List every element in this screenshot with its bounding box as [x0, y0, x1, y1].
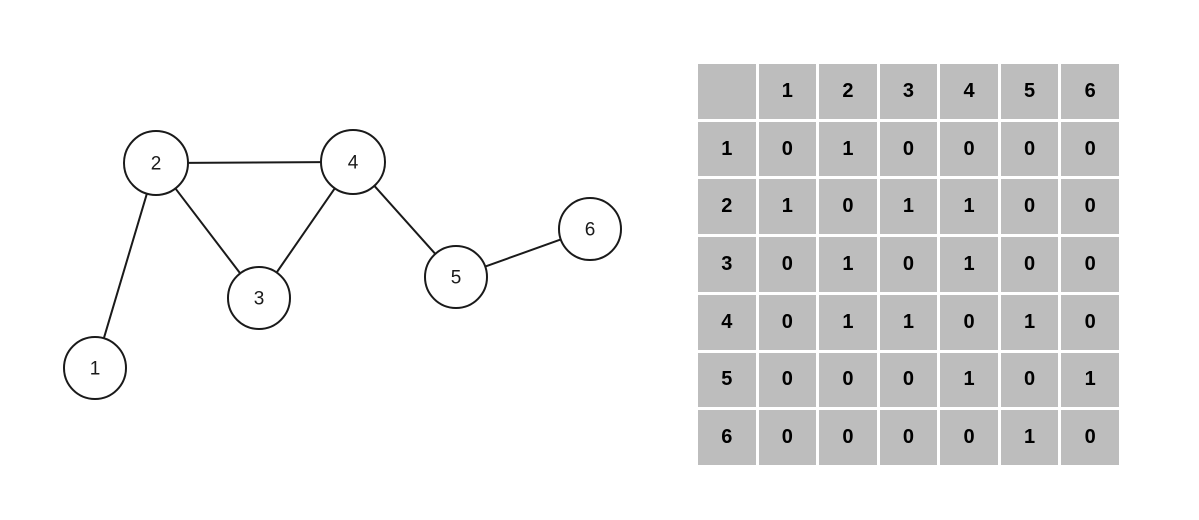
matrix-cell-1-2: 1 — [819, 121, 877, 177]
graph-node-6[interactable]: 6 — [558, 197, 622, 261]
matrix-cell-1-6: 0 — [1061, 121, 1119, 177]
matrix-cell-6-3: 0 — [879, 410, 938, 465]
matrix-cell-5-5: 0 — [1000, 352, 1059, 408]
graph-diagram-panel: 1 2 3 4 5 6 — [63, 129, 622, 400]
graph-node-label-6: 6 — [585, 220, 596, 241]
matrix-column-header-3: 3 — [879, 64, 938, 119]
matrix-cell-4-2: 1 — [819, 294, 877, 350]
matrix-column-header-6: 6 — [1061, 64, 1119, 119]
graph-edge-2-3 — [174, 187, 242, 275]
matrix-cell-2-1: 1 — [758, 179, 817, 235]
matrix-cell-1-4: 0 — [940, 121, 998, 177]
matrix-cell-2-6: 0 — [1061, 179, 1119, 235]
matrix-cell-5-1: 0 — [758, 352, 817, 408]
graph-edge-3-4 — [275, 187, 336, 274]
graph-node-label-2: 2 — [151, 154, 162, 175]
matrix-cell-5-6: 1 — [1061, 352, 1119, 408]
node-layer: 1 2 3 4 5 6 — [63, 129, 622, 400]
matrix-cell-1-1: 0 — [758, 121, 817, 177]
matrix-cell-1-3: 0 — [879, 121, 938, 177]
matrix-cell-6-6: 0 — [1061, 410, 1119, 465]
matrix-row-header-4: 4 — [698, 294, 756, 350]
matrix-cell-3-2: 1 — [819, 237, 877, 292]
matrix-cell-2-5: 0 — [1000, 179, 1059, 235]
graph-node-2[interactable]: 2 — [123, 130, 189, 196]
matrix-cell-4-3: 1 — [879, 294, 938, 350]
matrix-cell-2-3: 1 — [879, 179, 938, 235]
graph-node-3[interactable]: 3 — [227, 266, 291, 330]
graph-node-5[interactable]: 5 — [424, 245, 488, 309]
matrix-cell-6-2: 0 — [819, 410, 877, 465]
matrix-cell-5-4: 1 — [940, 352, 998, 408]
matrix-cell-5-2: 0 — [819, 352, 877, 408]
matrix-column-header-2: 2 — [819, 64, 877, 119]
matrix-cell-3-5: 0 — [1000, 237, 1059, 292]
matrix-column-header-4: 4 — [940, 64, 998, 119]
matrix-column-header-1: 1 — [758, 64, 817, 119]
matrix-cell-3-6: 0 — [1061, 237, 1119, 292]
matrix-column-header-5: 5 — [1000, 64, 1059, 119]
graph-edge-5-6 — [484, 238, 562, 268]
graph-canvas: 1 2 3 4 5 6 — [63, 129, 622, 400]
matrix-cell-6-1: 0 — [758, 410, 817, 465]
graph-node-label-5: 5 — [451, 268, 462, 289]
graph-edge-4-5 — [373, 184, 437, 255]
graph-node-circle-6 — [558, 197, 622, 261]
graph-node-label-3: 3 — [254, 289, 265, 310]
graph-node-4[interactable]: 4 — [320, 129, 386, 195]
matrix-cell-6-4: 0 — [940, 410, 998, 465]
matrix-cell-5-3: 0 — [879, 352, 938, 408]
edge-layer — [102, 161, 562, 340]
matrix-cell-2-2: 0 — [819, 179, 877, 235]
matrix-cell-4-5: 1 — [1000, 294, 1059, 350]
matrix-cell-2-4: 1 — [940, 179, 998, 235]
graph-node-circle-4 — [320, 129, 386, 195]
matrix-cell-1-5: 0 — [1000, 121, 1059, 177]
matrix-corner-cell — [698, 64, 756, 119]
matrix-cell-4-1: 0 — [758, 294, 817, 350]
graph-node-label-1: 1 — [90, 359, 101, 380]
graph-edge-1-2 — [102, 192, 148, 340]
graph-node-circle-3 — [227, 266, 291, 330]
matrix-cell-4-4: 0 — [940, 294, 998, 350]
matrix-cell-3-4: 1 — [940, 237, 998, 292]
graph-edge-2-4 — [186, 161, 323, 164]
graph-node-circle-1 — [63, 336, 127, 400]
matrix-row-header-1: 1 — [698, 121, 756, 177]
graph-node-1[interactable]: 1 — [63, 336, 127, 400]
graph-node-circle-2 — [123, 130, 189, 196]
matrix-cell-4-6: 0 — [1061, 294, 1119, 350]
matrix-cell-3-1: 0 — [758, 237, 817, 292]
graph-node-circle-5 — [424, 245, 488, 309]
matrix-cell-6-5: 1 — [1000, 410, 1059, 465]
matrix-row-header-6: 6 — [698, 410, 756, 465]
matrix-row-header-2: 2 — [698, 179, 756, 235]
matrix-row-header-5: 5 — [698, 352, 756, 408]
matrix-cell-3-3: 0 — [879, 237, 938, 292]
graph-node-label-4: 4 — [348, 153, 359, 174]
matrix-row-header-3: 3 — [698, 237, 756, 292]
